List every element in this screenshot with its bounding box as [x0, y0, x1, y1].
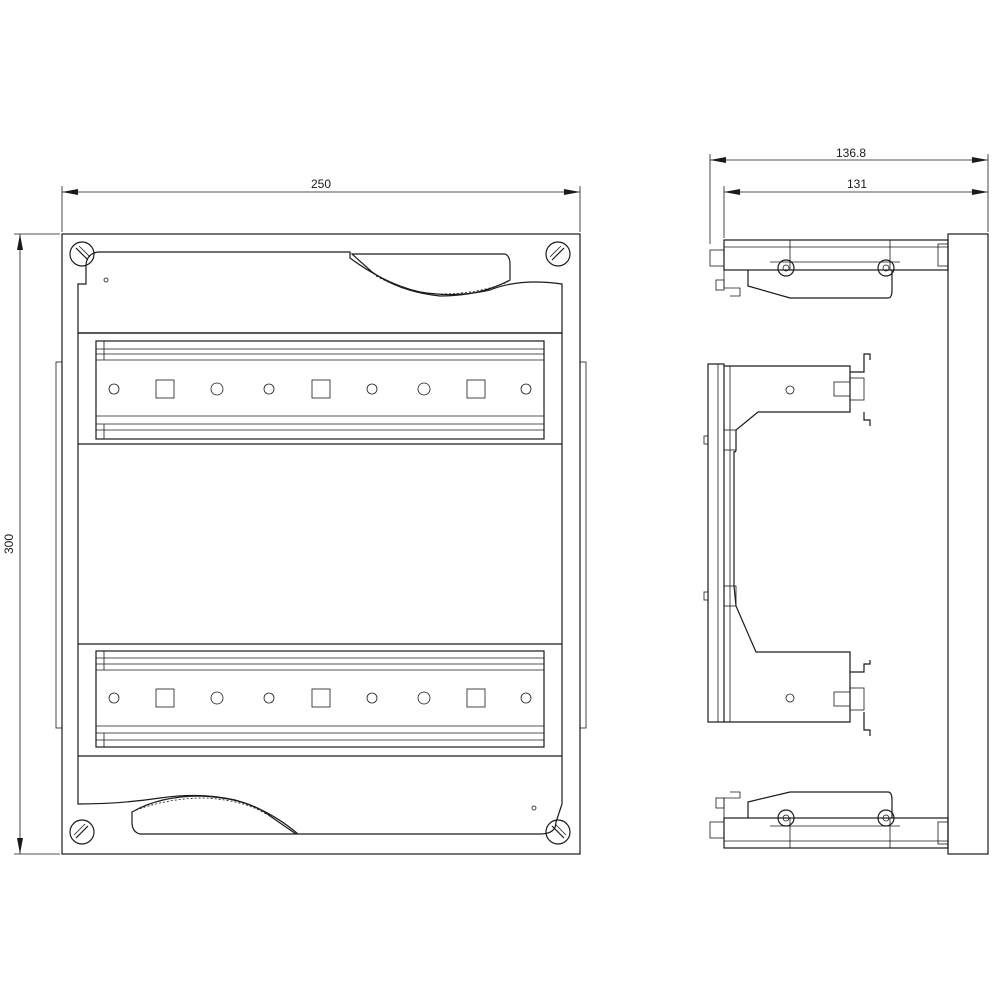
- left-side-tab: [55, 361, 63, 729]
- side-bottom-bracket: [709, 791, 949, 849]
- dimension-height: 300: [2, 233, 60, 855]
- side-view: [703, 233, 989, 855]
- upper-din-rail: [78, 332, 562, 445]
- lower-din-rail: [78, 643, 562, 757]
- dimension-depth-label: 131: [847, 177, 867, 191]
- screw-top-left-icon: [69, 241, 95, 267]
- dimension-depth: 131: [723, 177, 988, 238]
- dimension-height-label: 300: [2, 534, 16, 554]
- bottom-indicator-dot: [531, 805, 537, 811]
- bottom-handle-serration: [135, 797, 267, 815]
- screw-top-right-icon: [545, 241, 571, 267]
- right-side-tab: [579, 361, 587, 729]
- dimension-overall-depth-label: 136.8: [836, 146, 866, 160]
- screw-bottom-left-icon: [69, 819, 95, 845]
- front-lower-cover: [77, 756, 563, 835]
- dimension-width-label: 250: [311, 177, 331, 191]
- front-inner-cover: [77, 251, 563, 334]
- top-handle-recess: [350, 253, 511, 297]
- front-view: [55, 233, 587, 855]
- side-middle-frame: [703, 353, 871, 736]
- side-back-wall: [947, 233, 989, 855]
- dimension-width: 250: [61, 177, 581, 232]
- top-indicator-dot: [103, 277, 109, 283]
- front-outer-frame: [61, 233, 581, 855]
- dimension-overall-depth: 136.8: [709, 146, 989, 244]
- screw-bottom-right-icon: [545, 819, 571, 845]
- side-top-bracket: [709, 239, 949, 299]
- top-handle-serration: [375, 275, 509, 295]
- bottom-handle-recess: [131, 795, 298, 835]
